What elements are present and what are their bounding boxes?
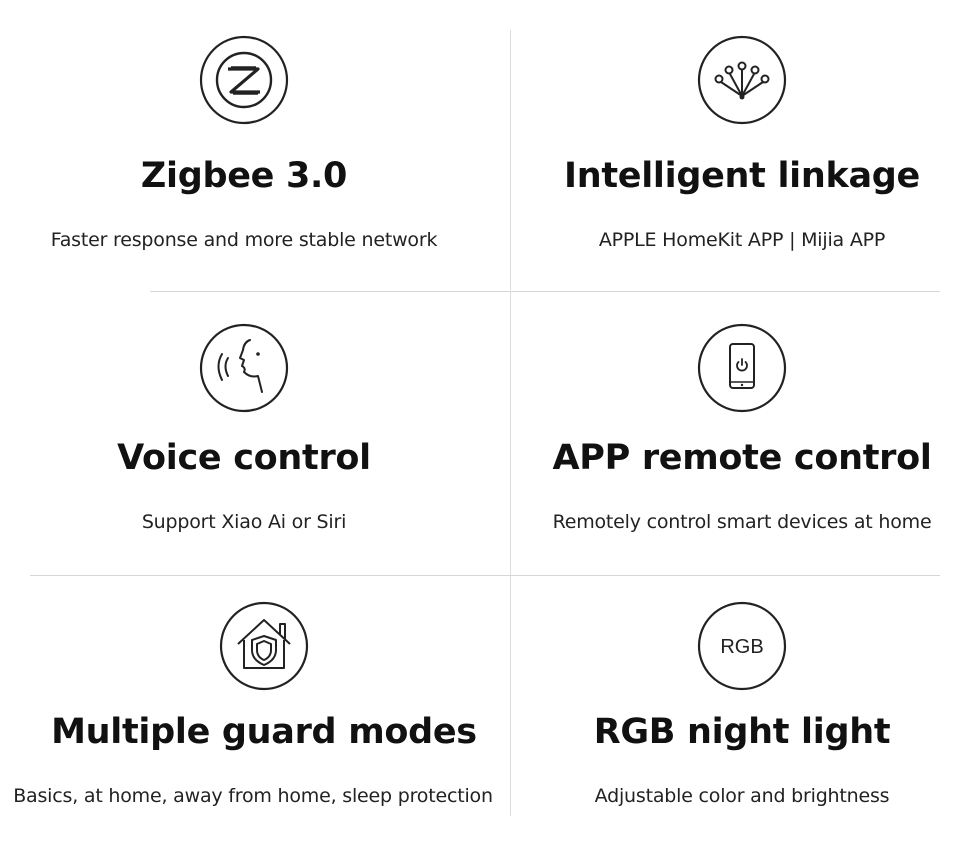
feature-multiple-guard-modes: Multiple guard modes Basics, at home, aw… xyxy=(0,575,493,855)
feature-title: Multiple guard modes xyxy=(51,712,477,752)
feature-intelligent-linkage: Intelligent linkage APPLE HomeKit APP | … xyxy=(488,0,976,280)
feature-subtitle: Adjustable color and brightness xyxy=(594,785,890,807)
divider-vertical-top xyxy=(510,30,511,290)
feature-voice-control: Voice control Support Xiao Ai or Siri xyxy=(0,292,488,572)
rgb-icon-text: RGB xyxy=(720,636,763,658)
feature-rgb-night-light: RGB RGB night light Adjustable color and… xyxy=(488,575,976,855)
feature-subtitle: Support Xiao Ai or Siri xyxy=(141,511,347,533)
network-linkage-icon xyxy=(697,35,787,125)
divider-vertical-middle xyxy=(510,292,511,575)
phone-power-icon xyxy=(697,323,787,413)
feature-subtitle: APPLE HomeKit APP | Mijia APP xyxy=(598,229,886,251)
feature-title: APP remote control xyxy=(552,438,932,478)
divider-vertical-bottom xyxy=(510,576,511,816)
voice-face-icon xyxy=(199,323,289,413)
feature-app-remote-control: APP remote control Remotely control smar… xyxy=(488,292,976,572)
feature-title: Voice control xyxy=(117,438,371,478)
feature-subtitle: Faster response and more stable network xyxy=(50,229,438,251)
feature-title: Intelligent linkage xyxy=(564,156,920,196)
rgb-icon: RGB xyxy=(697,601,787,691)
divider-horizontal-top xyxy=(150,291,940,292)
feature-zigbee: Zigbee 3.0 Faster response and more stab… xyxy=(0,0,488,280)
divider-horizontal-bottom xyxy=(30,575,940,576)
zigbee-z-icon xyxy=(199,35,289,125)
feature-title: Zigbee 3.0 xyxy=(140,156,348,196)
feature-title: RGB night light xyxy=(593,712,891,752)
home-shield-icon xyxy=(219,601,309,691)
feature-subtitle: Basics, at home, away from home, sleep p… xyxy=(13,785,493,807)
feature-subtitle: Remotely control smart devices at home xyxy=(552,511,932,533)
